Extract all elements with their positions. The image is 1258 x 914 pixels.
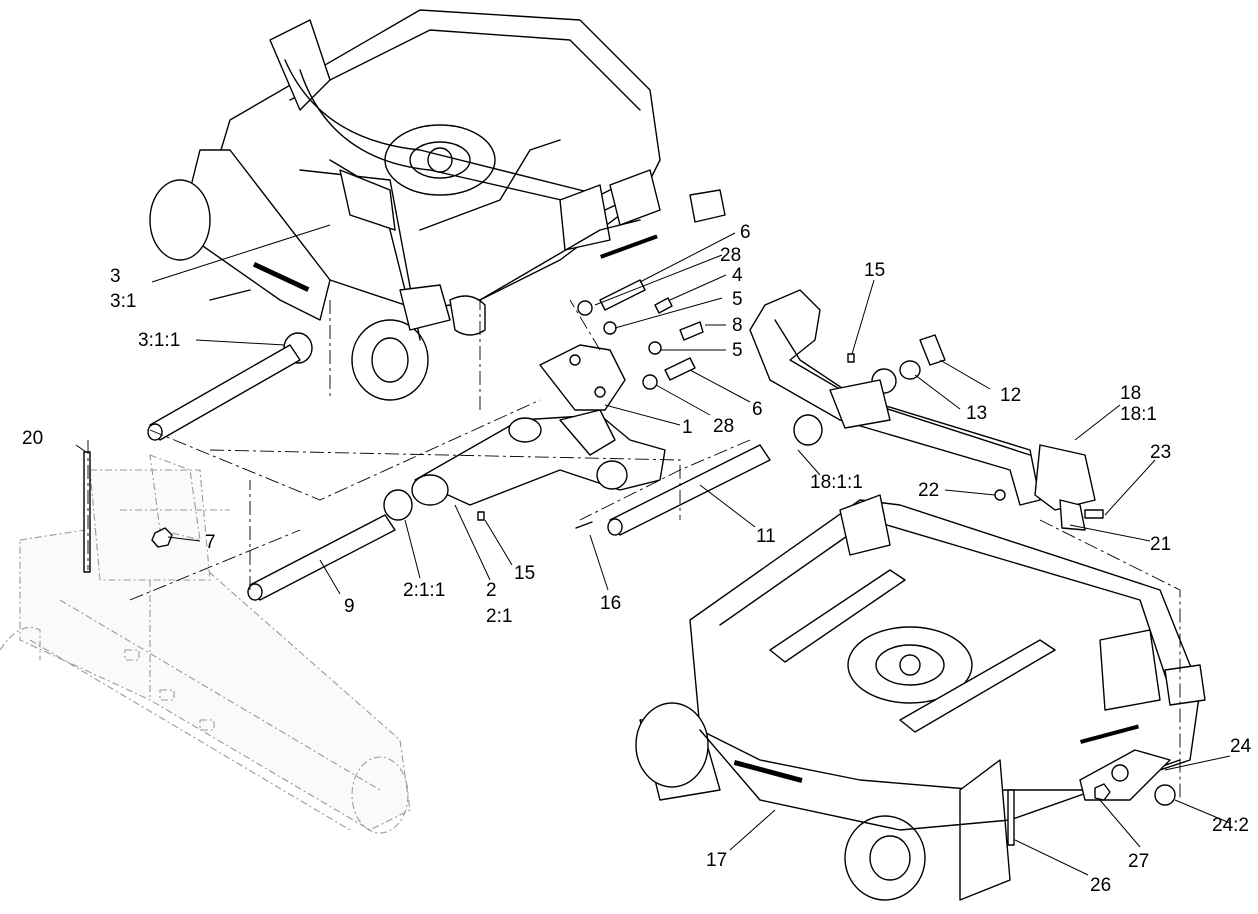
callout-3: 3 — [110, 266, 121, 287]
callout-9: 9 — [344, 596, 355, 617]
callout-5-upper: 5 — [732, 289, 743, 310]
callout-5-lower: 5 — [732, 340, 743, 361]
callout-2: 2 — [486, 580, 497, 601]
deck-lift-bar — [749, 289, 1176, 846]
rear-mower-deck — [149, 9, 726, 401]
callout-15-left: 15 — [514, 563, 535, 584]
callout-6-upper: 6 — [740, 222, 751, 243]
callout-4: 4 — [732, 265, 743, 286]
callout-24-2: 24:2 — [1212, 815, 1249, 836]
callout-23: 23 — [1150, 442, 1171, 463]
callout-28-upper: 28 — [720, 245, 741, 266]
callout-24: 24 — [1230, 736, 1252, 757]
callout-26: 26 — [1090, 875, 1111, 896]
callout-12: 12 — [1000, 385, 1021, 406]
callout-18-1: 18:1 — [1120, 404, 1157, 425]
callout-3-1: 3:1 — [110, 291, 136, 312]
callout-2-1: 2:1 — [486, 606, 512, 627]
callout-8: 8 — [732, 315, 743, 336]
leader-lines — [75, 224, 1231, 876]
callout-18-1-1: 18:1:1 — [810, 472, 863, 493]
front-mower-deck — [635, 494, 1206, 901]
callout-17: 17 — [706, 850, 727, 871]
callout-6-lower: 6 — [752, 399, 763, 420]
callout-2-1-1: 2:1:1 — [403, 580, 445, 601]
callout-20: 20 — [22, 428, 43, 449]
callout-7: 7 — [205, 532, 216, 553]
callout-18: 18 — [1120, 383, 1141, 404]
callout-1: 1 — [682, 417, 693, 438]
callout-22: 22 — [918, 480, 939, 501]
tractor-frame-ghost — [0, 454, 411, 834]
callout-13: 13 — [966, 403, 987, 424]
callout-21: 21 — [1150, 534, 1171, 555]
callout-27: 27 — [1128, 851, 1149, 872]
callout-11: 11 — [756, 526, 776, 547]
callout-3-1-1: 3:1:1 — [138, 330, 180, 351]
callout-16: 16 — [600, 593, 621, 614]
callout-15-right: 15 — [864, 260, 885, 281]
callout-28-lower: 28 — [713, 416, 734, 437]
lift-arm-assembly — [83, 279, 1181, 800]
callout-labels: 3 3:1 3:1:1 20 7 9 2:1:1 2 2:1 15 16 1 2… — [22, 222, 1252, 896]
